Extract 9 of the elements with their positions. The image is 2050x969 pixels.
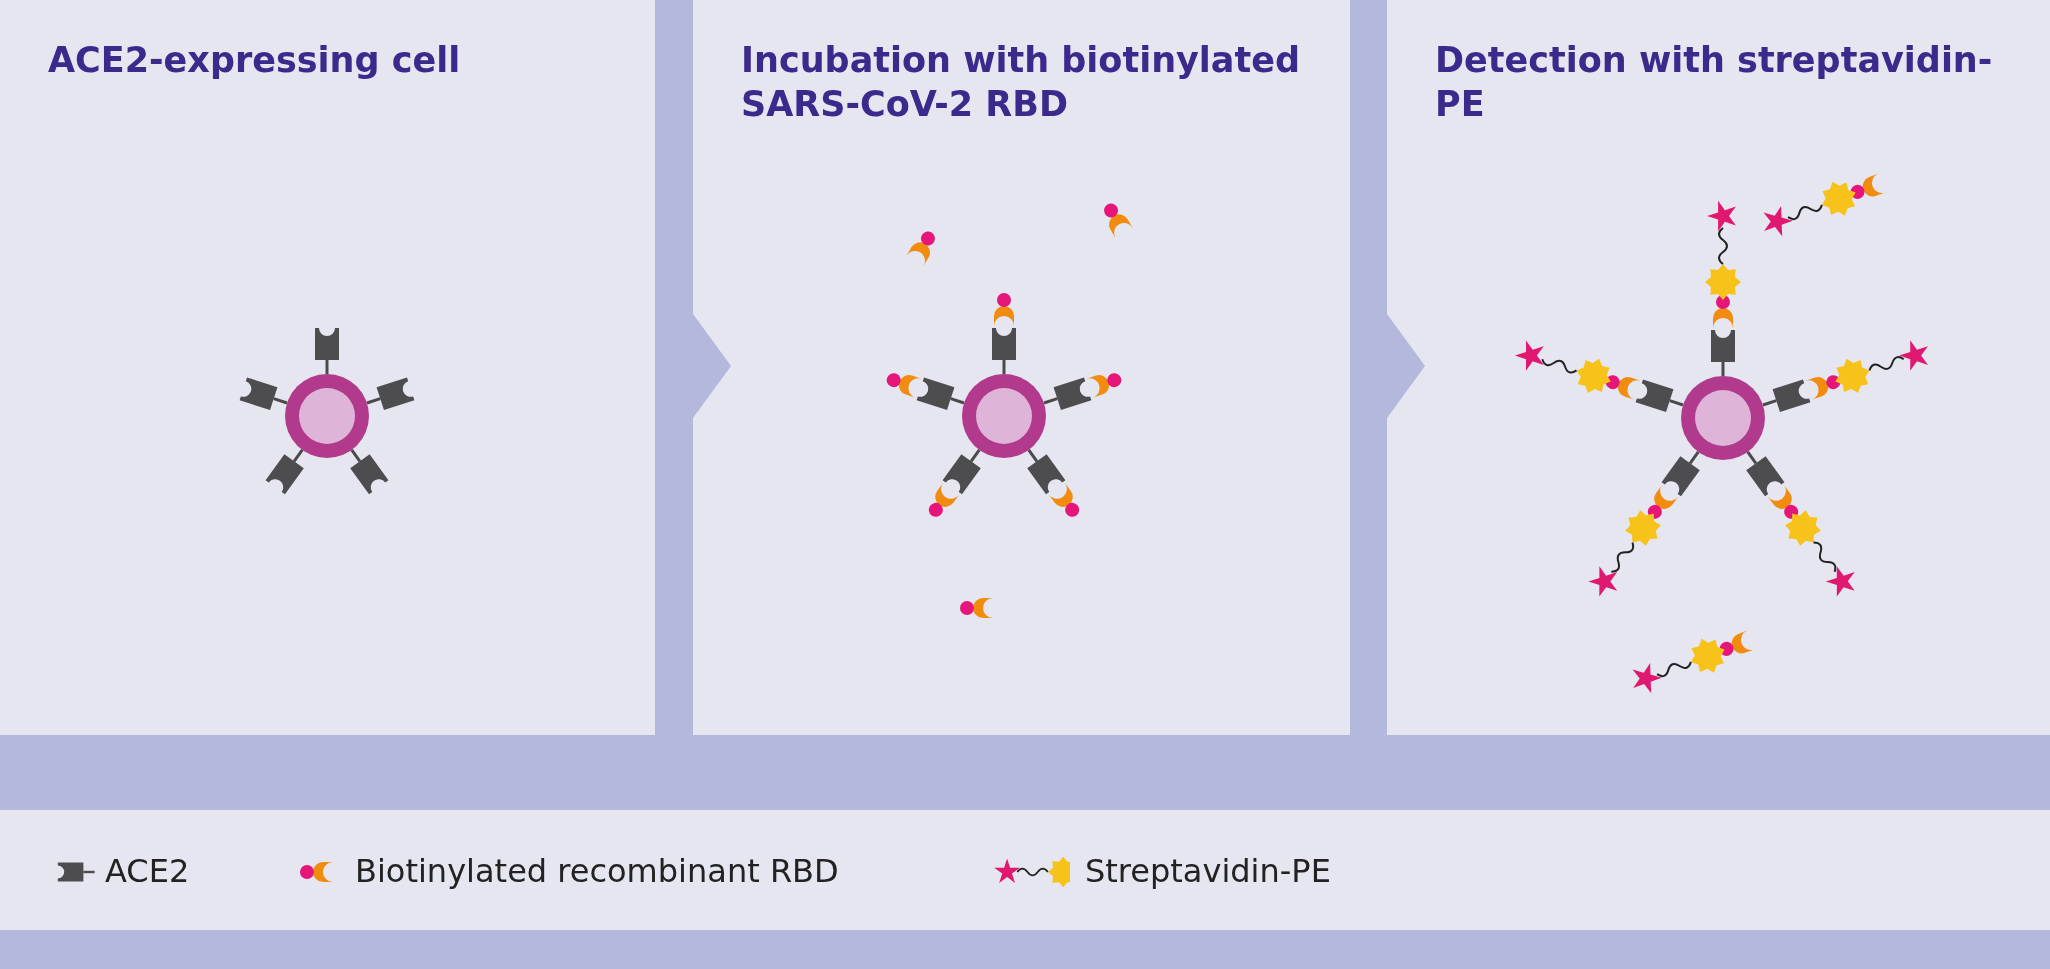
step-panel	[693, 0, 1350, 735]
step-panel	[1387, 0, 2050, 735]
step-heading: ACE2-expressing cell	[48, 39, 462, 82]
step-panel	[0, 0, 655, 735]
legend-label: Biotinylated recombinant RBD	[355, 852, 839, 890]
legend-label: Streptavidin-PE	[1085, 852, 1331, 890]
step-heading: Detection with streptavidin-PE	[1435, 39, 1994, 126]
legend-label: ACE2	[105, 852, 190, 890]
step-heading: Incubation with biotinylated SARS-CoV-2 RBD	[741, 39, 1301, 126]
